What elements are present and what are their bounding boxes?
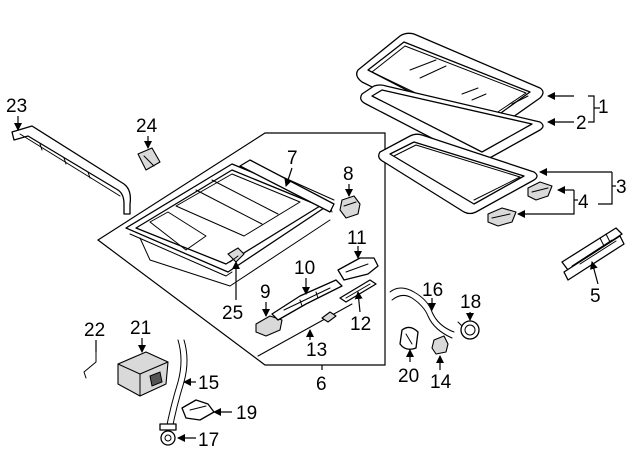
hose-clip xyxy=(399,326,419,350)
callout-21: 21 xyxy=(130,318,151,339)
callout-25: 25 xyxy=(222,303,243,324)
sunshade-handle-lower xyxy=(487,207,517,227)
hose-bracket xyxy=(181,399,215,421)
callout-2: 2 xyxy=(576,113,587,134)
drain-hose xyxy=(165,339,188,431)
callout-7: 7 xyxy=(287,148,298,169)
callout-4: 4 xyxy=(578,192,589,213)
callout-5: 5 xyxy=(590,286,601,307)
leader-lines xyxy=(14,92,616,442)
callout-8: 8 xyxy=(343,164,354,185)
guide-block xyxy=(255,315,283,337)
callout-6: 6 xyxy=(316,374,327,395)
callout-15: 15 xyxy=(198,373,219,394)
callout-3: 3 xyxy=(616,177,627,198)
grommet xyxy=(159,423,177,446)
drive-cable xyxy=(257,303,353,357)
sunshade-handle-upper xyxy=(527,181,553,201)
callout-20: 20 xyxy=(398,366,419,387)
callout-24: 24 xyxy=(136,116,158,137)
glass-seal xyxy=(360,84,544,163)
deflector-rail xyxy=(561,227,625,281)
callout-1: 1 xyxy=(598,97,609,118)
callout-16: 16 xyxy=(422,280,443,301)
callout-labels: 1 2 3 4 5 6 7 8 9 10 11 12 13 14 15 16 1… xyxy=(6,96,627,451)
callout-23: 23 xyxy=(6,96,27,117)
upper-drain-hose xyxy=(389,287,455,339)
drive-slider xyxy=(271,279,343,321)
sunshade xyxy=(378,133,538,215)
callout-14: 14 xyxy=(430,372,452,393)
link-arm xyxy=(337,257,379,281)
hose-clamp xyxy=(457,320,480,340)
callout-9: 9 xyxy=(260,282,271,303)
callout-19: 19 xyxy=(236,403,257,424)
callout-11: 11 xyxy=(347,228,367,249)
callout-17: 17 xyxy=(198,430,219,451)
side-molding xyxy=(11,125,132,215)
frame-clip xyxy=(227,247,245,263)
seal-tab xyxy=(137,147,161,171)
clip xyxy=(431,335,449,355)
callout-13: 13 xyxy=(306,340,327,361)
callout-10: 10 xyxy=(294,258,315,279)
assembly-outline xyxy=(96,132,386,366)
bracket xyxy=(339,195,361,219)
crank-handle xyxy=(83,341,97,379)
callout-22: 22 xyxy=(84,320,105,341)
callout-12: 12 xyxy=(350,314,371,335)
callout-18: 18 xyxy=(460,292,481,313)
guide-rail xyxy=(339,279,377,303)
sunroof-motor xyxy=(117,351,169,397)
